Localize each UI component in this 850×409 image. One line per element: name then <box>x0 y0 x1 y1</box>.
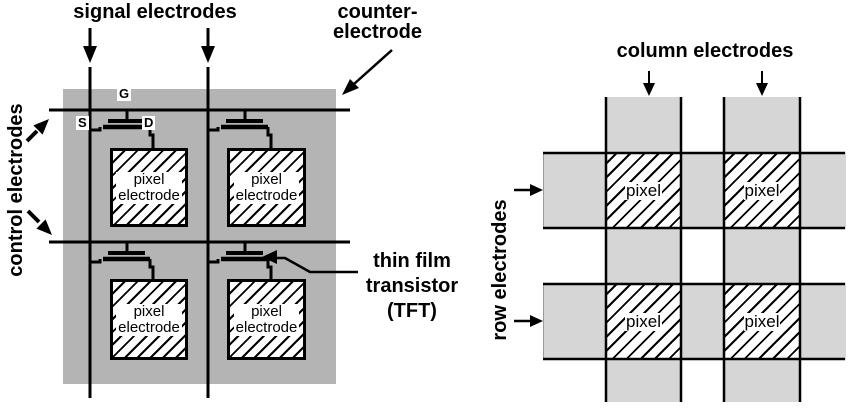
pixel-label: pixel <box>625 311 662 331</box>
control-electrode-arrow-icon <box>25 119 49 143</box>
signal-electrode-down-arrow-icon <box>83 28 97 63</box>
pixel-electrode-cell: pixel electrode <box>110 148 188 227</box>
pixel-electrode-cell: pixel electrode <box>110 279 188 360</box>
pixel-cell: pixel <box>605 152 682 229</box>
signal-electrode-down-arrow-icon <box>201 28 215 63</box>
pixel-cell: pixel <box>723 283 801 360</box>
control-electrodes-label: control electrodes <box>5 103 27 277</box>
gate-terminal-label: G <box>117 86 132 101</box>
control-electrode-arrow-icon <box>26 209 52 235</box>
pixel-electrode-label: pixel electrode <box>233 302 300 336</box>
row-electrode-right-arrow-icon <box>514 184 543 196</box>
column-electrode-down-arrow-icon <box>643 71 655 96</box>
pixel-electrode-cell: pixel electrode <box>227 148 306 227</box>
counter-electrode-label: counter- electrode <box>333 1 422 43</box>
pixel-label: pixel <box>743 311 781 331</box>
pixel-label: pixel <box>625 180 662 200</box>
column-electrodes-label: column electrodes <box>616 40 794 62</box>
pixel-cell: pixel <box>605 283 682 360</box>
pixel-electrode-label: pixel electrode <box>116 170 182 204</box>
pixel-label: pixel <box>743 180 781 200</box>
signal-electrodes-label: signal electrodes <box>73 1 237 23</box>
source-terminal-label: S <box>76 115 89 130</box>
pixel-cell: pixel <box>723 152 801 229</box>
thin-film-transistor-label: thin film transistor (TFT) <box>365 250 459 322</box>
pixel-electrode-label: pixel electrode <box>233 170 300 204</box>
pixel-electrode-cell: pixel electrode <box>227 279 306 360</box>
drain-terminal-label: D <box>142 115 156 130</box>
column-electrode-down-arrow-icon <box>756 71 768 96</box>
row-electrode-right-arrow-icon <box>514 315 543 327</box>
counter-electrode-arrow-icon <box>342 49 393 95</box>
row-electrodes-label: row electrodes <box>489 199 511 341</box>
pixel-electrode-label: pixel electrode <box>116 302 182 336</box>
